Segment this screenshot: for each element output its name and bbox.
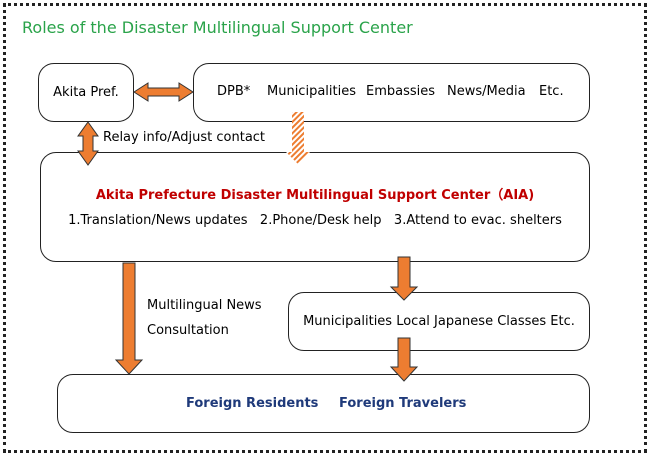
akita-partners-double-arrow (133, 82, 194, 102)
local-label: Municipalities Local Japanese Classes Et… (303, 314, 575, 329)
foreign-box: Foreign Residents Foreign Travelers (57, 374, 590, 433)
news-label-line1: Multilingual News (147, 298, 262, 313)
partner-municipalities: Municipalities (267, 84, 356, 99)
aia-foreign-arrow (114, 262, 144, 375)
aia-roles: 1.Translation/News updates 2.Phone/Desk … (68, 213, 562, 228)
partner-dpb: DPB* (217, 84, 251, 99)
diagram-title: Roles of the Disaster Multilingual Suppo… (22, 18, 413, 37)
aia-title: Akita Prefecture Disaster Multilingual S… (95, 188, 535, 203)
akita-pref-label: Akita Pref. (53, 85, 119, 100)
aia-local-arrow (389, 256, 419, 301)
partner-etc: Etc. (539, 84, 564, 99)
partner-embassies: Embassies (366, 84, 436, 99)
partners-aia-hatched-arrow (286, 112, 310, 164)
relay-label: Relay info/Adjust contact (103, 130, 266, 145)
akita-aia-double-arrow (77, 121, 99, 166)
akita-pref-box: Akita Pref. (38, 63, 134, 122)
news-label-line2: Consultation (147, 323, 229, 338)
dotted-frame (3, 3, 647, 453)
aia-box: Akita Prefecture Disaster Multilingual S… (40, 152, 590, 262)
foreign-residents-label: Foreign Residents (186, 396, 319, 411)
partners-box: DPB* Municipalities Embassies News/Media… (193, 63, 590, 122)
local-box: Municipalities Local Japanese Classes Et… (288, 292, 590, 351)
partner-news-media: News/Media (447, 84, 526, 99)
local-foreign-arrow (389, 337, 419, 382)
foreign-travelers-label: Foreign Travelers (339, 396, 467, 411)
